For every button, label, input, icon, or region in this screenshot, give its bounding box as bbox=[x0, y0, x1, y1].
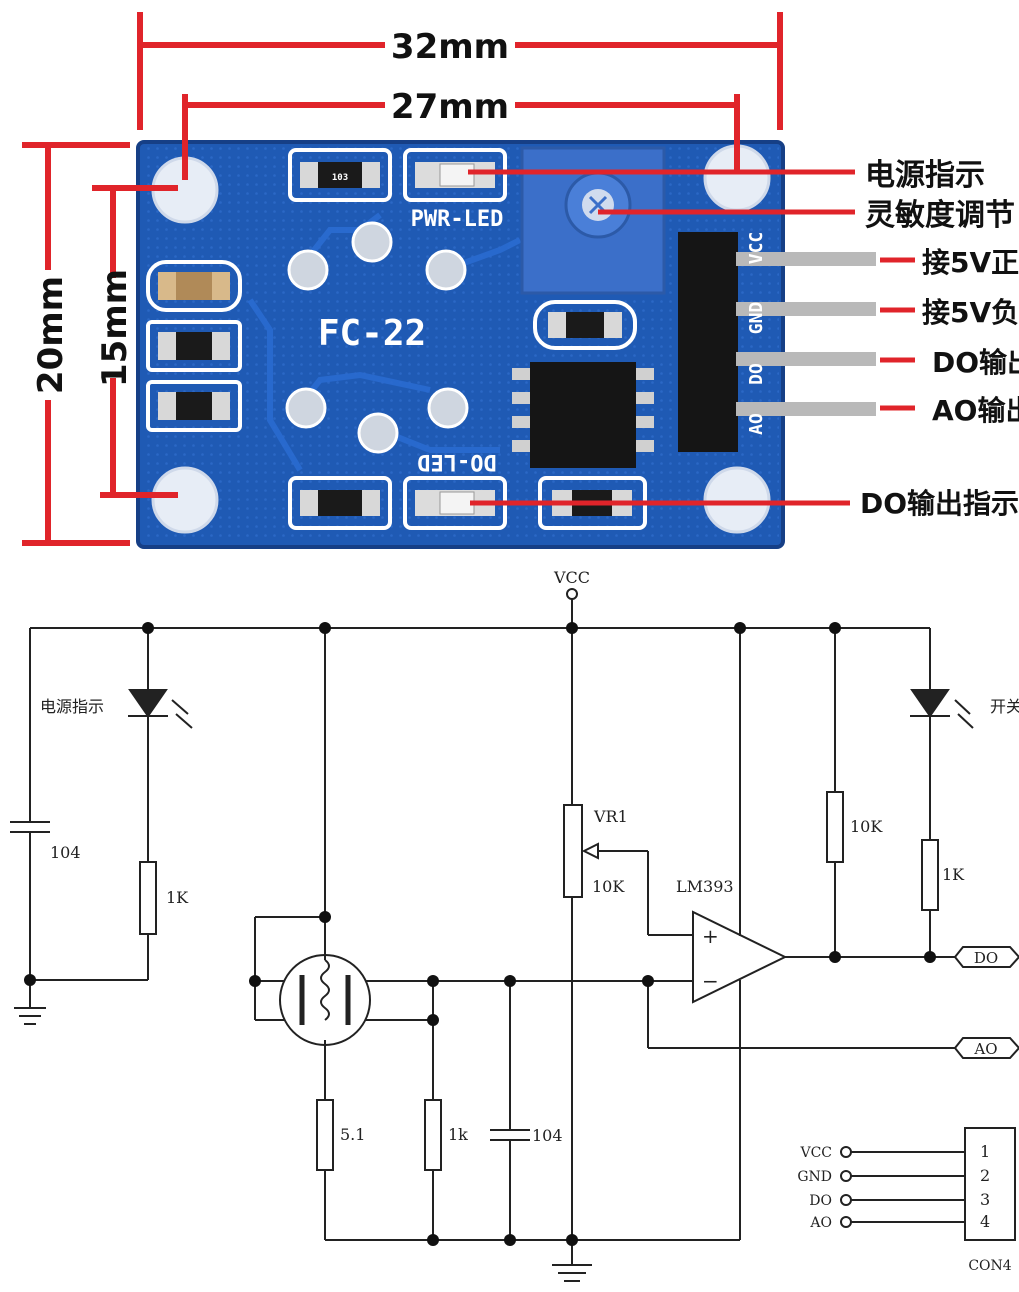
r-led1-label: 1K bbox=[166, 888, 189, 907]
power-led-label: 电源指示 bbox=[40, 697, 104, 716]
dimension-lines bbox=[22, 12, 783, 546]
svg-text:GND: GND bbox=[746, 302, 767, 335]
connector-pin-vcc: VCC bbox=[799, 1145, 832, 1161]
callout-labels: 电源指示 灵敏度调节 接5V正 接5V负 DO输出 AO输出 DO输出指示 bbox=[860, 158, 1019, 520]
schematic-labels: VCC 电源指示 开关 104 1K 5.1 1k 104 VR1 10K LM… bbox=[40, 568, 1019, 1274]
lm393-chip bbox=[512, 362, 654, 468]
callout-lines bbox=[468, 169, 915, 506]
cap1-label: 104 bbox=[50, 843, 81, 862]
comparator-label: LM393 bbox=[676, 877, 734, 896]
comparator-plus: + bbox=[702, 924, 719, 948]
do-led-label: DO-LED bbox=[417, 449, 496, 474]
pwr-led bbox=[403, 148, 507, 202]
connector-num-3: 3 bbox=[980, 1190, 990, 1209]
smd-components: 103 PWR-LED bbox=[146, 148, 647, 530]
svg-text:电源指示: 电源指示 bbox=[865, 158, 985, 193]
r-load-label: 1k bbox=[448, 1125, 468, 1144]
comparator-minus: − bbox=[702, 969, 719, 993]
connector-pin-gnd: GND bbox=[797, 1169, 832, 1185]
dimension-32mm: 32mm bbox=[391, 27, 509, 67]
vcc-label: VCC bbox=[553, 568, 590, 587]
switch-led-label: 开关 bbox=[990, 697, 1019, 716]
mounting-holes bbox=[151, 144, 771, 534]
svg-text:DO输出: DO输出 bbox=[932, 346, 1019, 379]
pot-name-label: VR1 bbox=[593, 807, 628, 826]
connector-num-2: 2 bbox=[980, 1166, 990, 1185]
connector-num-1: 1 bbox=[980, 1142, 990, 1161]
ao-output-tag: AO bbox=[973, 1040, 997, 1058]
sensor-pins: FC-22 bbox=[285, 221, 469, 454]
svg-text:接5V正: 接5V正 bbox=[922, 246, 1019, 279]
dimension-20mm: 20mm bbox=[31, 276, 71, 394]
connector-pin-do: DO bbox=[809, 1193, 832, 1209]
r-pullup-label: 10K bbox=[850, 817, 883, 836]
connector-pin-ao: AO bbox=[809, 1215, 832, 1231]
svg-text:接5V负: 接5V负 bbox=[922, 296, 1019, 329]
svg-text:VCC: VCC bbox=[746, 232, 767, 265]
dimension-15mm: 15mm bbox=[95, 269, 135, 387]
svg-text:DO输出指示: DO输出指示 bbox=[860, 487, 1019, 520]
header-pins: VCC GND DO AO bbox=[678, 232, 876, 452]
svg-text:AO: AO bbox=[746, 413, 767, 435]
connector-name: CON4 bbox=[968, 1258, 1011, 1274]
svg-text:灵敏度调节: 灵敏度调节 bbox=[865, 198, 1015, 233]
schematic bbox=[10, 588, 1019, 1282]
connector-num-4: 4 bbox=[980, 1212, 990, 1231]
module-photo: 103 PWR-LED bbox=[22, 12, 1019, 549]
r-led2-label: 1K bbox=[942, 865, 965, 884]
svg-text:103: 103 bbox=[332, 173, 348, 183]
cap2-label: 104 bbox=[532, 1126, 563, 1145]
dimension-27mm: 27mm bbox=[391, 87, 509, 127]
do-output-tag: DO bbox=[974, 949, 998, 967]
board-model: FC-22 bbox=[318, 313, 426, 354]
svg-text:DO: DO bbox=[746, 363, 767, 385]
pwr-led-label: PWR-LED bbox=[411, 207, 504, 232]
r-sensor-label: 5.1 bbox=[340, 1125, 365, 1144]
svg-text:AO输出: AO输出 bbox=[932, 394, 1019, 427]
pot-value-label: 10K bbox=[592, 877, 625, 896]
junction-dots bbox=[24, 622, 936, 1246]
